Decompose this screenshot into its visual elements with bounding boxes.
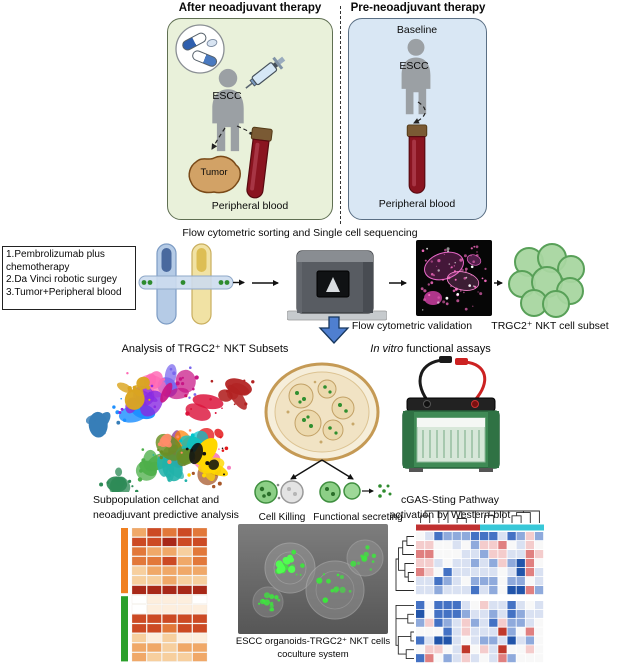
heatmap-western-bottom bbox=[395, 601, 544, 663]
tsne-plot bbox=[86, 364, 255, 492]
cell-killing-label: Cell Killing bbox=[258, 512, 306, 523]
baseline-label: Baseline bbox=[396, 24, 438, 36]
organoid-dish-icon bbox=[264, 362, 380, 462]
pre-panel-title: Pre-neoadjuvant therapy bbox=[350, 2, 486, 14]
arrow-plot-to-cluster bbox=[494, 280, 503, 286]
escc-label-pre: ESCC bbox=[399, 60, 429, 72]
invitro-title-rest: functional assays bbox=[403, 343, 491, 355]
treatment-item-1: 1.Pembrolizumab plus chemotherapy bbox=[6, 249, 105, 273]
invitro-title: In vitro functional assays bbox=[348, 343, 513, 356]
subpop-line-2: neoadjuvant predictive analysis bbox=[93, 509, 239, 521]
nkt-cell-cluster-icon bbox=[508, 243, 585, 318]
analysis-title: Analysis of TRGC2⁺ NKT Subsets bbox=[121, 343, 289, 355]
peripheral-blood-label-pre: Peripheral blood bbox=[378, 198, 456, 210]
flow-cytometry-plot bbox=[416, 240, 492, 316]
down-arrow-icon bbox=[318, 316, 350, 344]
western-blot-tank-icon bbox=[402, 356, 500, 472]
arrow-chip-to-sequencer bbox=[252, 280, 279, 286]
syringe-icon bbox=[245, 56, 286, 89]
panel-divider bbox=[340, 6, 341, 224]
functional-secreting-label: Functional secreting bbox=[313, 512, 403, 523]
tumor-icon bbox=[188, 155, 241, 194]
coculture-line-1: ESCC organoids-TRGC2⁺ NKT cells bbox=[235, 636, 391, 647]
treatment-item-3: 3.Tumor+Peripheral blood bbox=[6, 286, 122, 298]
pre-panel-arrows bbox=[413, 101, 426, 124]
sorting-sequencing-label: Flow cytometric sorting and Single cell … bbox=[182, 227, 418, 239]
tumor-label: Tumor bbox=[200, 167, 228, 178]
treatment-list-box: 1.Pembrolizumab plus chemotherapy 2.Da V… bbox=[2, 246, 136, 310]
blood-tube-after bbox=[246, 126, 273, 199]
heatmap-western-top bbox=[395, 510, 544, 595]
arrow-sequencer-to-plot bbox=[389, 280, 407, 286]
cgas-line-2: activation by Western-blot bbox=[389, 509, 511, 521]
cell-killing-icon bbox=[254, 480, 304, 504]
heatmap-predictive bbox=[121, 528, 208, 662]
after-panel-arrows bbox=[211, 125, 255, 150]
coculture-microscopy-image bbox=[238, 524, 388, 634]
microfluidic-chip-icon bbox=[138, 243, 245, 325]
peripheral-blood-label-after: Peripheral blood bbox=[211, 200, 289, 212]
sequencer-machine-icon bbox=[287, 250, 387, 321]
dish-split-arrows bbox=[290, 459, 354, 480]
invitro-title-italic: In vitro bbox=[370, 343, 404, 355]
flow-validation-label: Flow cytometric validation bbox=[351, 320, 473, 332]
escc-label-after: ESCC bbox=[212, 90, 242, 102]
after-panel-title: After neoadjuvant therapy bbox=[178, 2, 322, 14]
treatment-item-2: 2.Da Vinci robotic surgey bbox=[6, 274, 117, 285]
blood-tube-pre bbox=[406, 124, 428, 194]
nkt-subset-label: TRGC2⁺ NKT cell subset bbox=[491, 320, 609, 332]
patient-figure-pre bbox=[401, 38, 431, 115]
subpop-line-1: Subpopulation cellchat and bbox=[93, 494, 220, 506]
coculture-line-2: coculture system bbox=[277, 649, 349, 660]
organoids bbox=[288, 379, 355, 441]
functional-secreting-icon bbox=[319, 481, 392, 503]
pills-icon bbox=[175, 24, 225, 74]
cgas-line-1: cGAS-Sting Pathway bbox=[400, 494, 500, 506]
